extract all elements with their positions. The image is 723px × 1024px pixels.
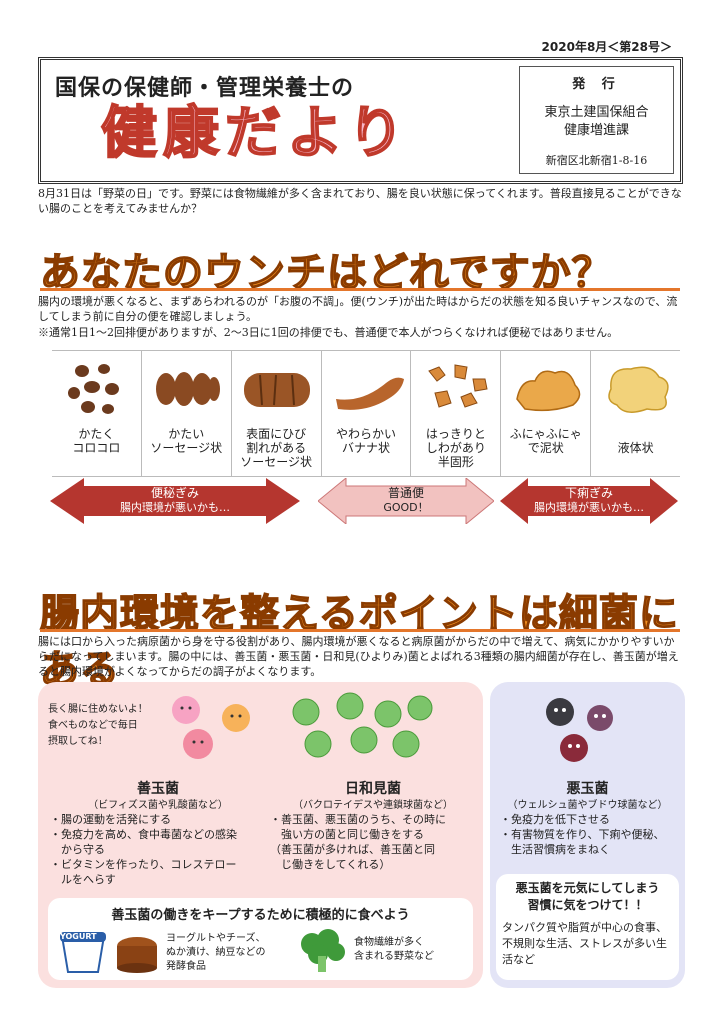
cracked-sausage-icon — [243, 373, 310, 407]
newsletter-header: 国保の保健師・管理栄養士の 健康だより 発 行 東京土建国保組合 健康増進課 新… — [38, 57, 683, 184]
publisher-org1: 東京土建国保組合 — [544, 105, 649, 120]
bad-item-1: ・免疫力を低下させる — [500, 813, 610, 826]
natto-icon — [117, 937, 157, 973]
stool-label-6: ふにゃふにゃ で泥状 — [509, 427, 582, 455]
bad-bacteria-icon — [546, 698, 613, 762]
publisher-address: 新宿区北新宿1-8-16 — [545, 154, 648, 167]
good-item-1: ・腸の運動を活発にする — [50, 813, 172, 826]
hard-sausage-icon — [155, 372, 220, 406]
neutral-item-2: （善玉菌が多ければ、善玉菌と同 じ働きをしてくれる） — [270, 843, 435, 871]
warning-text: タンパク質や脂質が中心の食事、不規則な生活、ストレスが多い生活など — [502, 921, 667, 966]
yogurt-label: YOGURT — [60, 932, 97, 941]
stool-type-1: かたく コロコロ — [52, 351, 141, 476]
neutral-list: ・善玉菌、悪玉菌のうち、その時に 強い方の菌と同じ働きをする （善玉菌が多ければ… — [270, 812, 475, 872]
stool-label-4: やわらかい バナナ状 — [336, 427, 397, 455]
normal-note: GOOD！ — [383, 501, 429, 514]
normal-arrow-text: 普通便 GOOD！ — [318, 478, 494, 524]
stool-chart: かたく コロコロ かたい ソーセージ状 表面にひび 割れがある ソーセージ状 や… — [52, 350, 680, 477]
stool-type-6: ふにゃふにゃ で泥状 — [500, 351, 590, 476]
stool-type-4: やわらかい バナナ状 — [320, 351, 411, 476]
diarrhea-label: 下痢ぎみ — [564, 486, 613, 500]
banana-stool-icon — [335, 377, 404, 410]
stool-type-2: かたい ソーセージ状 — [140, 351, 231, 476]
good-subtitle: （ビフィズス菌や乳酸菌など） — [88, 800, 228, 811]
section1-paragraph: 腸内の環境が悪くなると、まずあらわれるのが「お腹の不調」。便(ウンチ)が出た時は… — [38, 295, 678, 323]
constipation-note: 腸内環境が悪いかも… — [120, 501, 230, 514]
publisher-label: 発 行 — [572, 77, 621, 92]
warning-title: 悪玉菌を元気にしてしまう 習慣に気をつけて！！ — [515, 881, 660, 912]
keep-title: 善玉菌の働きをキープするために積極的に食べよう — [111, 908, 410, 923]
broccoli-icon — [301, 929, 345, 972]
intro-text: 8月31日は「野菜の日」です。野菜には食物繊維が多く含まれており、腸を良い状態に… — [38, 187, 682, 215]
section2-underline — [40, 629, 680, 632]
diarrhea-note: 腸内環境が悪いかも… — [534, 501, 644, 514]
mushy-stool-icon — [516, 370, 581, 412]
publisher-box: 発 行 東京土建国保組合 健康増進課 新宿区北新宿1-8-16 — [519, 66, 674, 174]
stool-type-3: 表面にひび 割れがある ソーセージ状 — [230, 351, 321, 476]
yogurt-icon — [60, 932, 106, 973]
vegetables-text: 食物繊維が多く 含まれる野菜など — [354, 937, 434, 962]
neutral-item-1: ・善玉菌、悪玉菌のうち、その時に 強い方の菌と同じ働きをする — [270, 813, 446, 841]
bad-list: ・免疫力を低下させる ・有害物質を作り、下痢や便秘、 生活習慣病をまねく — [500, 812, 682, 857]
good-list: ・腸の運動を活発にする ・免疫力を高め、食中毒菌などの感染 から守る ・ビタミン… — [50, 812, 265, 887]
diarrhea-arrow-text: 下痢ぎみ 腸内環境が悪いかも… — [500, 478, 678, 524]
stool-type-7: 液体状 — [590, 351, 680, 476]
constipation-arrow — [50, 478, 300, 524]
good-item-2: ・免疫力を高め、食中毒菌などの感染 から守る — [50, 828, 237, 856]
bad-title: 悪玉菌 — [566, 781, 609, 797]
publisher-org2: 健康増進課 — [563, 123, 629, 138]
constipation-arrow-text: 便秘ぎみ 腸内環境が悪いかも… — [50, 478, 300, 524]
stool-label-1: かたく コロコロ — [72, 427, 121, 455]
keep-box: 善玉菌の働きをキープするために積極的に食べよう YOGURT ヨーグルトやチーズ… — [48, 898, 473, 980]
warning-box: 悪玉菌を元気にしてしまう 習慣に気をつけて！！ タンパク質や脂質が中心の食事、不… — [496, 874, 679, 980]
stool-label-7: 液体状 — [617, 441, 654, 455]
section1-underline — [40, 288, 680, 291]
liquid-stool-icon — [608, 366, 669, 413]
constipation-label: 便秘ぎみ — [150, 486, 199, 500]
stool-label-2: かたい ソーセージ状 — [150, 427, 223, 455]
neutral-subtitle: （バクロテイデスや連鎖球菌など） — [293, 800, 453, 811]
section1-note: ※通常1日1〜2回排便がありますが、2〜3日に1回の排便でも、普通便で本人がつら… — [38, 326, 619, 339]
stool-label-5: はっきりと しわがあり 半固形 — [425, 427, 486, 469]
neutral-bacteria-icon — [292, 692, 433, 758]
hard-pellets-icon — [68, 364, 119, 414]
diarrhea-arrow — [500, 478, 678, 524]
bad-subtitle: （ウェルシュ菌やブドウ球菌など） — [507, 800, 668, 811]
header-subtitle: 国保の保健師・管理栄養士の — [55, 76, 355, 101]
fermented-foods-text: ヨーグルトやチーズ、 ぬか漬け、納豆などの 発酵食品 — [166, 933, 266, 972]
section2-paragraph: 腸には口から入った病原菌から身を守る役割があり、腸内環境が悪くなると病原菌がから… — [38, 635, 679, 678]
good-bacteria-icon — [172, 696, 250, 759]
normal-arrow — [318, 478, 494, 524]
stool-label-3: 表面にひび 割れがある ソーセージ状 — [240, 427, 313, 469]
newsletter-title: 健康だより — [100, 101, 410, 166]
stool-type-5: はっきりと しわがあり 半固形 — [410, 351, 500, 476]
good-bacteria-panel: 長く腸に住めないよ！ 食べものなどで毎日 摂取してね！ 善玉菌 （ビフィズス菌や… — [38, 682, 483, 988]
good-title: 善玉菌 — [137, 781, 179, 797]
normal-label: 普通便 — [387, 486, 424, 500]
neutral-title: 日和見菌 — [345, 781, 401, 797]
speech-bubble: 長く腸に住めないよ！ 食べものなどで毎日 摂取してね！ — [48, 704, 148, 747]
semi-solid-icon — [428, 364, 489, 408]
bad-item-2: ・有害物質を作り、下痢や便秘、 生活習慣病をまねく — [500, 828, 665, 856]
bad-bacteria-panel: 悪玉菌 （ウェルシュ菌やブドウ球菌など） ・免疫力を低下させる ・有害物質を作り… — [490, 682, 685, 988]
good-item-3: ・ビタミンを作ったり、コレステロー ルをへらす — [50, 858, 237, 886]
issue-number: 2020年8月＜第28号＞ — [541, 40, 672, 54]
